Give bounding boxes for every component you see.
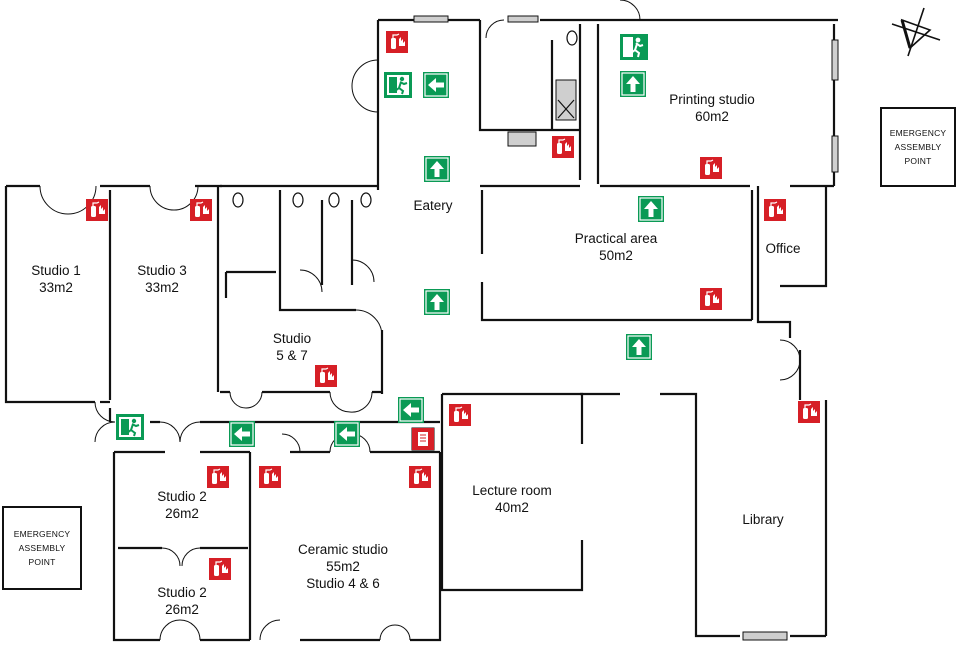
- arrow-up-icon: [424, 289, 450, 315]
- fire-extinguisher-icon: [315, 365, 337, 387]
- arrow-up-icon: [620, 71, 646, 97]
- compass-icon: [888, 4, 944, 60]
- fire-extinguisher-icon: [700, 157, 722, 179]
- fire-extinguisher-icon: [552, 136, 574, 158]
- fire-extinguisher-icon: [209, 558, 231, 580]
- room-area: 33m2: [39, 280, 73, 295]
- arrow-left-icon: [228, 421, 256, 447]
- room-area: 33m2: [145, 280, 179, 295]
- room-area: 26m2: [165, 506, 199, 521]
- emergency-exit-icon: [116, 414, 144, 440]
- room-ceramic-studio: Ceramic studio 55m2 Studio 4 & 6: [298, 541, 388, 592]
- room-area: 40m2: [495, 500, 529, 515]
- room-studio-2-lower: Studio 2 26m2: [157, 584, 207, 618]
- room-studio-5-7: Studio 5 & 7: [273, 330, 311, 364]
- arrow-left-icon: [333, 421, 361, 447]
- room-lecture-room: Lecture room 40m2: [472, 482, 552, 516]
- emergency-assembly-point-left: EMERGENCY ASSEMBLY POINT: [2, 506, 82, 590]
- fire-extinguisher-icon: [409, 466, 431, 488]
- room-name: Eatery: [413, 198, 453, 213]
- room-eatery: Eatery: [413, 197, 452, 214]
- room-studio-1: Studio 1 33m2: [31, 262, 81, 296]
- arrow-up-icon: [424, 156, 450, 182]
- fire-extinguisher-icon: [764, 199, 786, 221]
- room-area: 5 & 7: [276, 348, 308, 363]
- room-practical-area: Practical area 50m2: [575, 230, 658, 264]
- arrow-left-icon: [398, 397, 424, 423]
- assembly-label: ASSEMBLY: [894, 142, 942, 152]
- fire-extinguisher-icon: [386, 31, 408, 53]
- emergency-exit-icon: [620, 34, 648, 60]
- assembly-label: ASSEMBLY: [18, 543, 66, 553]
- room-name: Office: [765, 241, 801, 256]
- room-studio-2-upper: Studio 2 26m2: [157, 488, 207, 522]
- room-studio-3: Studio 3 33m2: [137, 262, 187, 296]
- assembly-label: EMERGENCY: [889, 128, 947, 138]
- toilet-fixtures: [232, 30, 578, 208]
- doors: [39, 0, 801, 641]
- arrow-up-icon: [626, 334, 652, 360]
- room-area: 26m2: [165, 602, 199, 617]
- room-area: 55m2: [326, 559, 360, 574]
- fire-extinguisher-icon: [86, 199, 108, 221]
- room-name: Studio 3: [137, 263, 187, 278]
- fire-extinguisher-icon: [259, 466, 281, 488]
- fire-alarm-icon: [412, 428, 434, 450]
- room-name: Studio 1: [31, 263, 81, 278]
- room-name: Lecture room: [472, 483, 552, 498]
- assembly-label: POINT: [904, 156, 932, 166]
- room-area: 50m2: [599, 248, 633, 263]
- arrow-up-icon: [638, 196, 664, 222]
- room-subtitle: Studio 4 & 6: [306, 576, 380, 591]
- room-name: Studio 2: [157, 489, 207, 504]
- room-name: Printing studio: [669, 92, 755, 107]
- room-office: Office: [765, 240, 800, 257]
- room-library: Library: [742, 511, 783, 528]
- emergency-assembly-point-right: EMERGENCY ASSEMBLY POINT: [880, 107, 956, 187]
- room-printing-studio: Printing studio 60m2: [669, 91, 755, 125]
- fire-extinguisher-icon: [190, 199, 212, 221]
- emergency-exit-icon: [384, 72, 412, 98]
- fire-extinguisher-icon: [798, 401, 820, 423]
- room-area: 60m2: [695, 109, 729, 124]
- windows: [411, 15, 839, 641]
- room-name: Ceramic studio: [297, 542, 389, 557]
- assembly-label: EMERGENCY: [13, 529, 71, 539]
- room-name: Studio: [272, 331, 312, 346]
- room-name: Practical area: [574, 231, 658, 246]
- fire-extinguisher-icon: [207, 466, 229, 488]
- room-name: Library: [742, 512, 784, 527]
- fire-extinguisher-icon: [700, 288, 722, 310]
- room-name: Studio 2: [157, 585, 207, 600]
- arrow-left-icon: [423, 72, 449, 98]
- assembly-label: POINT: [28, 557, 56, 567]
- fire-extinguisher-icon: [449, 404, 471, 426]
